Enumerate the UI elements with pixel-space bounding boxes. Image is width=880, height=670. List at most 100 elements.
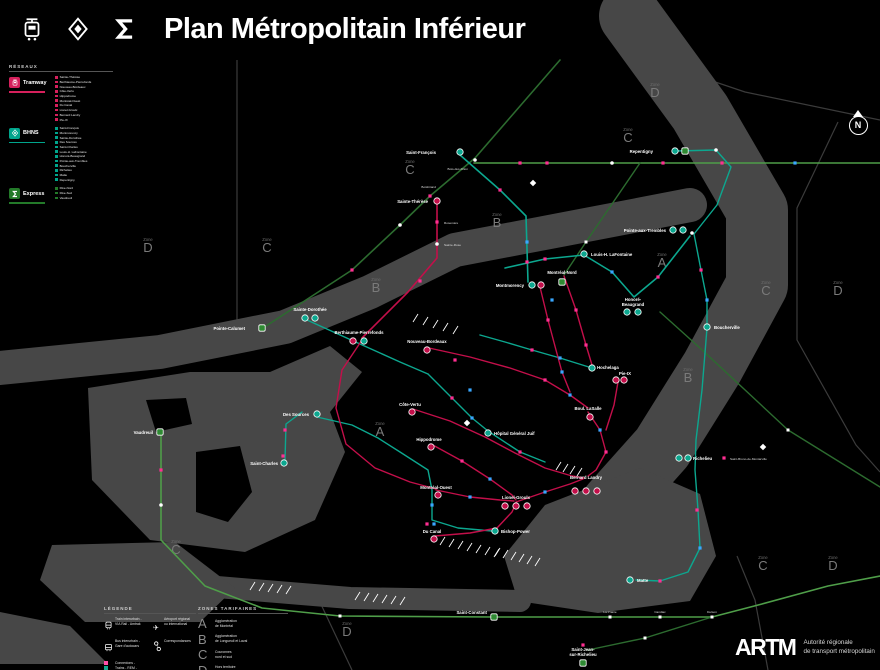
- station-label: Saint-Charles: [250, 461, 278, 466]
- rail-hatch-tick: [432, 319, 439, 329]
- station-dot: [786, 428, 790, 432]
- transit-line: [160, 435, 880, 618]
- tram-terminus-badge: [593, 487, 601, 495]
- connexion-dot: [722, 456, 726, 460]
- line-item: Bernard Landry: [55, 113, 113, 118]
- line-color-swatch: [55, 76, 58, 79]
- connexion-dot: [350, 268, 354, 272]
- river: [0, 188, 707, 385]
- zone-letter-label: B: [684, 370, 693, 385]
- line-item: Sainte-Thérèse: [55, 75, 113, 80]
- rail-hatch-tick: [448, 538, 455, 548]
- station-dot: [159, 503, 163, 507]
- zone-letter-label: C: [405, 162, 414, 177]
- line-label: Sainte-Dorothée: [59, 135, 82, 140]
- tram-terminus-badge: [430, 535, 438, 543]
- connexion-dot: [720, 161, 724, 165]
- legend-item-connex: Connexions - Trains - REM - Métro: [104, 661, 147, 670]
- rail-hatch-tick: [526, 555, 533, 565]
- line-color-swatch: [55, 191, 58, 195]
- connexion-dot: [598, 428, 602, 432]
- connexion-dot: [281, 454, 285, 458]
- zones-title: ZONES TARIFAIRES: [198, 606, 288, 614]
- station-label: Saint-Bruno-de-Montarville: [730, 457, 767, 461]
- line-label: Pointe-aux-Trembles: [59, 159, 88, 164]
- bhns-terminus-badge: [484, 429, 492, 437]
- rail-hatch-tick: [452, 325, 459, 335]
- rail-hatch-tick: [412, 313, 419, 323]
- artm-footer: ARTM Autorité régionale de transport mét…: [735, 634, 875, 661]
- compass: N: [845, 110, 871, 135]
- line-color-swatch: [55, 173, 58, 177]
- station-label: Des Sources: [283, 412, 310, 417]
- line-label: Richelieu: [59, 168, 72, 173]
- group-underline: [9, 141, 45, 144]
- line-label: Sainte-Thérèse: [59, 75, 81, 80]
- line-label: Montmorency: [59, 130, 78, 135]
- rail-hatch-tick: [285, 585, 292, 595]
- express-terminus-badge: [258, 324, 266, 332]
- bhns-terminus-badge: [675, 454, 683, 462]
- line-item: Louis-H. LaFontaine: [55, 149, 113, 154]
- station-label: Boisbriand: [421, 185, 436, 189]
- line-label: Lionel-Groulx: [59, 108, 78, 113]
- rail-hatch-tick: [442, 322, 449, 332]
- line-item: Pointe-aux-Trembles: [55, 159, 113, 164]
- connexion-color-swatch: [104, 666, 108, 670]
- station-dot: [714, 148, 718, 152]
- artm-tagline: Autorité régionale de transport métropol…: [803, 639, 875, 655]
- tram-terminus-badge: [349, 337, 357, 345]
- rail-hatch-tick: [475, 544, 482, 554]
- legend-item-bus: Bus interurbain - Gare d'autocars: [104, 639, 147, 657]
- river: [194, 575, 531, 612]
- tram-terminus-badge: [512, 502, 520, 510]
- legend-title: LÉGENDE: [104, 606, 196, 614]
- line-item: Vaudreuil: [55, 196, 113, 201]
- transit-line: [479, 334, 593, 369]
- line-item: Hippodrome: [55, 94, 113, 99]
- bhns-terminus-badge: [528, 281, 536, 289]
- rail-hatch-tick: [484, 546, 491, 556]
- rail-hatch-tick: [439, 536, 446, 546]
- legend-item-label: Bus interurbain - Gare d'autocars: [115, 639, 140, 648]
- zone-word: Zone: [761, 280, 771, 285]
- connexion-dot: [698, 546, 702, 550]
- zone-letter-label: C: [262, 240, 271, 255]
- station-label: Bois-des-Filion: [448, 167, 469, 171]
- train-icon: [104, 617, 115, 635]
- zone-letter: B: [198, 631, 207, 647]
- zone-word: Zone: [375, 421, 385, 426]
- connexion-dot: [656, 275, 660, 279]
- app-header: Plan Métropolitain Inférieur: [0, 0, 880, 58]
- transit-line: [605, 381, 619, 431]
- legend-item-label: Aéroport régional ou international: [164, 617, 191, 626]
- station-label: Saint-François: [406, 150, 436, 155]
- station-dot: [608, 615, 612, 619]
- tram-terminus-badge: [582, 487, 590, 495]
- connexion-dot: [525, 260, 529, 264]
- tram-terminus-badge: [571, 487, 579, 495]
- diamond-icon: [9, 127, 20, 139]
- line-color-swatch: [55, 155, 58, 158]
- station-label: Nouveau-Bordeaux: [407, 339, 447, 344]
- transit-line: [335, 339, 437, 490]
- line-color-swatch: [55, 140, 58, 144]
- reseaux-title: RÉSEAUX: [9, 64, 113, 72]
- station-label: Hippodrome: [416, 437, 442, 442]
- rail-hatch-tick: [372, 593, 379, 603]
- group-name: Tramway: [23, 79, 47, 86]
- line-color-swatch: [55, 90, 58, 93]
- rail-hatch-tick: [569, 465, 576, 475]
- bhns-terminus-badge: [280, 459, 288, 467]
- zone-letter-label: B: [493, 215, 502, 230]
- sigma-icon: [9, 188, 20, 200]
- connexion-dot: [550, 298, 554, 302]
- tram-terminus-badge: [427, 443, 435, 451]
- water-body: [0, 612, 108, 664]
- line-item: Honoré-Beaugrand: [55, 154, 113, 159]
- zone-word: Zone: [683, 367, 693, 372]
